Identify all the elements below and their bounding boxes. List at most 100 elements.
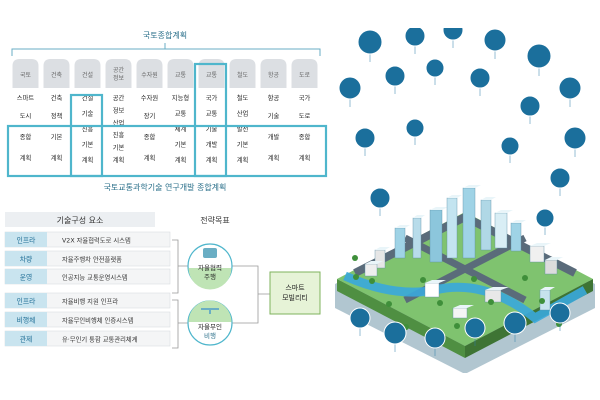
info-bubble xyxy=(549,167,571,189)
tech-tag-box xyxy=(5,251,47,266)
city-building xyxy=(424,282,440,298)
plan-cell: 교통 xyxy=(175,110,187,118)
plan-cell: 계획 xyxy=(237,155,249,164)
plan-cell: 도시 xyxy=(20,112,32,120)
plan-cell: 계획 xyxy=(113,155,125,164)
info-bubble xyxy=(405,118,425,138)
plan-cell: 기술 xyxy=(268,111,280,120)
smart-city-illustration xyxy=(335,28,595,373)
info-bubble xyxy=(519,95,541,117)
plan-cell: 기술 xyxy=(82,109,94,118)
city-building xyxy=(452,307,468,319)
final-line1: 스마트 xyxy=(285,283,305,292)
plan-cell: 공간 xyxy=(113,93,125,102)
plan-cell: 진흥 xyxy=(113,130,125,139)
tech-tag-box xyxy=(5,331,47,346)
plan-column-header xyxy=(229,59,256,88)
tech-text: 자율비행 지원 인프라 xyxy=(62,297,118,306)
city-tree xyxy=(369,278,375,284)
city-building-roof xyxy=(375,247,390,250)
city-tree xyxy=(420,277,426,283)
city-building-roof xyxy=(495,210,513,213)
national-plan-title: 국토종합계획 xyxy=(143,30,187,40)
final-line2: 모빌리티 xyxy=(282,293,308,302)
plan-cell: 발전 xyxy=(237,124,249,133)
info-bubble xyxy=(354,127,376,149)
city-building-roof xyxy=(485,287,509,290)
city-building xyxy=(412,217,422,259)
info-bubble xyxy=(549,302,571,324)
plan-column-header xyxy=(105,59,132,88)
plan-column-header xyxy=(198,59,225,88)
city-building xyxy=(394,227,406,259)
tech-tag: 관제 xyxy=(20,335,33,344)
city-building-roof xyxy=(545,257,563,260)
tech-tag: 차량 xyxy=(20,255,33,264)
city-tree xyxy=(353,274,359,280)
goal-autonomous-flight: 자율무인 비행 xyxy=(187,300,233,346)
plan-column-header xyxy=(291,59,318,88)
plan-cell: 기본 xyxy=(113,143,125,152)
plan-cell: 항공 xyxy=(268,93,280,102)
info-bubble xyxy=(503,311,527,335)
plan-cell: 개발 xyxy=(268,132,280,141)
plan-cell: 계획 xyxy=(82,155,94,164)
plan-column-header-label: 교통 xyxy=(206,72,218,79)
city-building xyxy=(429,209,443,263)
city-building xyxy=(446,197,458,259)
city-building xyxy=(364,263,378,277)
tech-tag: 비행체 xyxy=(17,316,36,325)
plan-cell: 교통 xyxy=(206,110,218,118)
connector-goals xyxy=(232,265,270,324)
highlight-band xyxy=(6,124,328,178)
tech-tag-box xyxy=(5,312,47,327)
city-building-roof xyxy=(395,225,410,228)
connector-group1 xyxy=(172,239,188,294)
plan-cell: 정책 xyxy=(51,111,63,120)
plan-columns: 국토스마트도시종합계획건축건축정책기본계획건설건설기술진흥기본계획공간정보공간정… xyxy=(12,59,318,164)
plan-cell: 계획 xyxy=(206,155,218,164)
plan-cell: 철도 xyxy=(237,93,249,102)
connector-group2 xyxy=(172,299,188,349)
plan-cell: 장기 xyxy=(144,111,156,120)
city-building-roof xyxy=(540,287,555,290)
tech-text: 유·무인기 통합 교통관리체계 xyxy=(62,335,138,344)
city-building-roof xyxy=(453,305,474,308)
plan-column-header-label: 건설 xyxy=(82,71,93,79)
plan-cell: 수자원 xyxy=(141,93,159,102)
city-tree xyxy=(437,300,443,306)
plan-bracket xyxy=(11,48,321,56)
info-bubble xyxy=(425,58,445,78)
plan-cell: 계획 xyxy=(144,153,156,162)
plan-cell: 산업 xyxy=(113,118,125,127)
tech-components-title: 기술구성 요소 xyxy=(57,215,104,225)
tech-tag: 운영 xyxy=(20,273,33,282)
plan-column-header xyxy=(12,59,39,88)
plan-cell: 건설 xyxy=(82,93,94,102)
plan-column-header-label: 국토 xyxy=(20,72,32,79)
plan-column-header-label: 항공 xyxy=(268,71,280,79)
city-tree xyxy=(352,255,358,261)
city-tree xyxy=(471,276,477,282)
plan-cell: 계획 xyxy=(175,155,187,164)
city-building xyxy=(494,212,508,249)
tech-tag: 인프라 xyxy=(17,236,37,245)
plan-cell: 기본 xyxy=(237,140,249,149)
tech-text: 자율무인비행체 인증시스템 xyxy=(62,316,134,325)
smart-mobility-box xyxy=(269,271,321,315)
goal2-line1: 자율무인 xyxy=(198,322,222,331)
plan-cell: 기본 xyxy=(82,140,94,149)
plan-cell: 계획 xyxy=(51,153,63,162)
plan-column-header-label: 교통 xyxy=(175,72,187,79)
plan-cell: 국가 xyxy=(299,93,311,102)
city-building-roof xyxy=(413,215,425,218)
goal2-line2: 비행 xyxy=(204,331,216,340)
city-tree xyxy=(488,299,494,305)
info-bubble xyxy=(369,187,391,209)
plan-cell: 기본 xyxy=(175,140,187,149)
buildings xyxy=(352,185,563,330)
city-building-roof xyxy=(365,261,383,264)
tech-text: 자율주행차 안전플랫폼 xyxy=(62,255,122,264)
plan-cell: 지능형 xyxy=(172,93,190,102)
goal1-line1: 자율협력 xyxy=(198,263,222,272)
